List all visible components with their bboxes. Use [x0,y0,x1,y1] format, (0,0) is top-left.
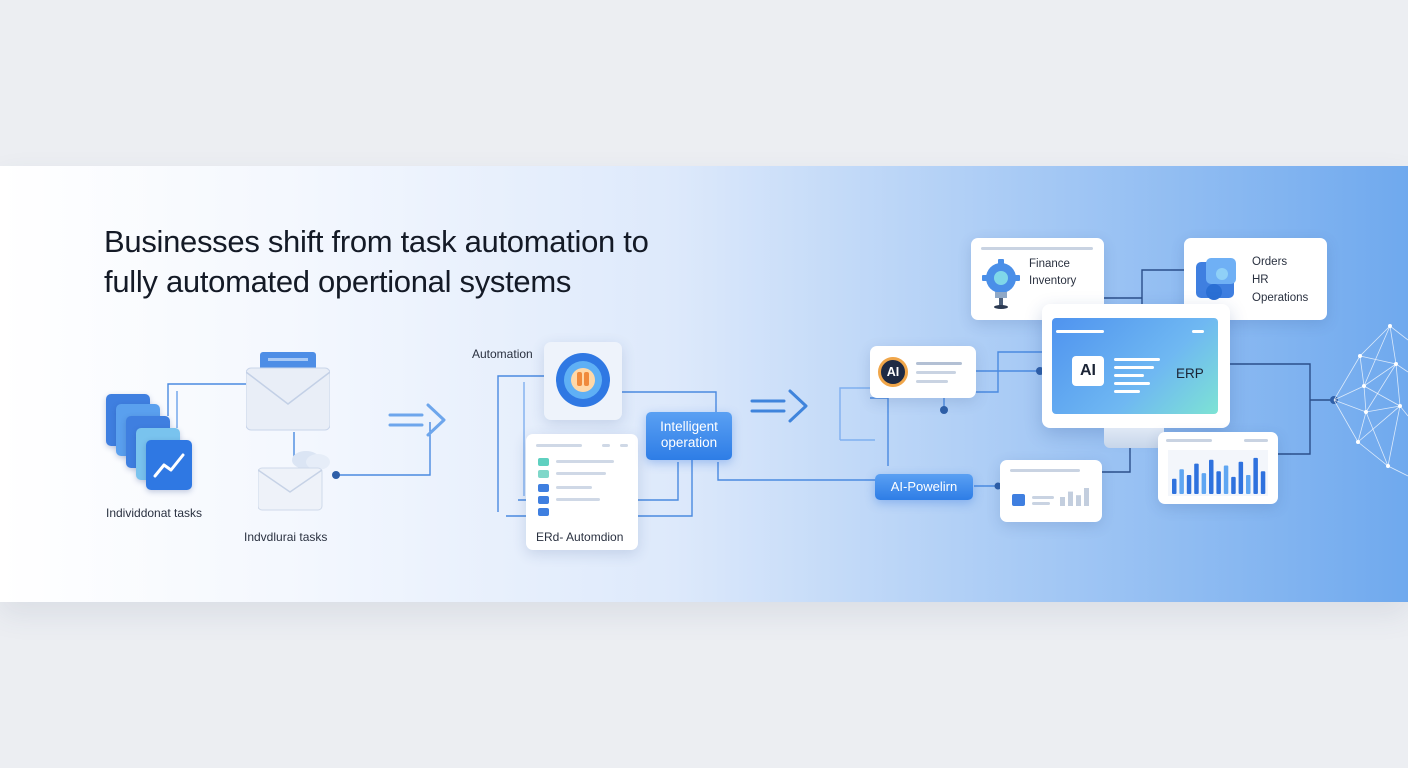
headline: Businesses shift from task automation to… [104,222,804,302]
chart-bar [1194,463,1199,494]
bar-chart-card [1158,432,1278,504]
erp-ai-text: AI [1080,362,1096,379]
chart-bar [1260,471,1266,494]
label-erp-automation: ERd- Automdion [536,530,624,544]
label-orders: Orders [1252,256,1288,268]
chart-bar [1209,459,1214,494]
cube-icon [1196,258,1236,300]
ai-powered-badge: AI-Powelirn [875,474,973,500]
chart-bar [1231,476,1236,494]
bar-chart [1168,450,1268,496]
erp-label: ERP [1176,366,1204,381]
chart-bar [1238,461,1244,494]
cloud-envelope-icon [257,448,336,517]
double-arrow-icon-2 [750,388,812,429]
double-arrow-icon [388,402,450,443]
chart-bar [1201,473,1207,494]
label-individual-tasks-left: Individdonat tasks [106,506,203,520]
robot-icon [556,353,610,407]
chart-tile [146,440,192,490]
chart-line-icon [153,453,185,478]
label-individual-tasks-mid: Indvdlurai tasks [244,530,328,544]
label-intelligent: Intelligent [660,419,718,434]
mini-chart-bar [1084,488,1089,506]
label-inventory: Inventory [1029,275,1077,287]
orders-hr-operations-card: Orders HR Operations [1184,238,1327,320]
ai-card: AI [870,346,976,398]
headline-line-2: fully automated opertional systems [104,264,572,299]
chart-bar [1172,478,1177,494]
mini-chart-bar [1068,491,1073,506]
label-operations: Operations [1252,292,1309,304]
chart-bar [1179,469,1184,494]
erp-automation-card: ERd- Automdion [526,434,638,550]
chart-bar [1186,475,1192,494]
chart-bar [1216,471,1221,494]
mini-chart-bar [1060,497,1065,506]
erp-screen: AI ERP [1052,318,1218,414]
gear-icon [982,259,1020,309]
label-hr: HR [1252,274,1269,286]
mini-bar-chart [1060,488,1089,506]
erp-ai-badge: AI [1072,356,1104,386]
mini-chart-bar [1076,495,1081,506]
network-icon [1333,324,1408,477]
headline-line-1: Businesses shift from task automation to [104,224,649,259]
automation-robot-card [544,342,622,420]
hero-banner: Businesses shift from task automation to… [0,166,1408,602]
connector-lines [167,269,1338,517]
label-ai-powered: AI-Powelirn [890,479,958,494]
intelligent-operation-badge: Intelligent operation [646,412,732,460]
label-operation: operation [660,435,718,450]
envelope-icon [245,352,331,437]
monitor-stand [1104,428,1164,448]
label-automation: Automation [472,347,533,361]
erp-monitor: AI ERP [1042,304,1230,428]
metrics-card [1000,460,1102,522]
chart-bar [1223,465,1229,494]
chart-bar [1253,457,1258,494]
ai-badge-text: AI [886,365,900,379]
label-finance: Finance [1029,258,1070,270]
chart-bar [1246,475,1251,494]
ai-badge: AI [878,357,908,387]
